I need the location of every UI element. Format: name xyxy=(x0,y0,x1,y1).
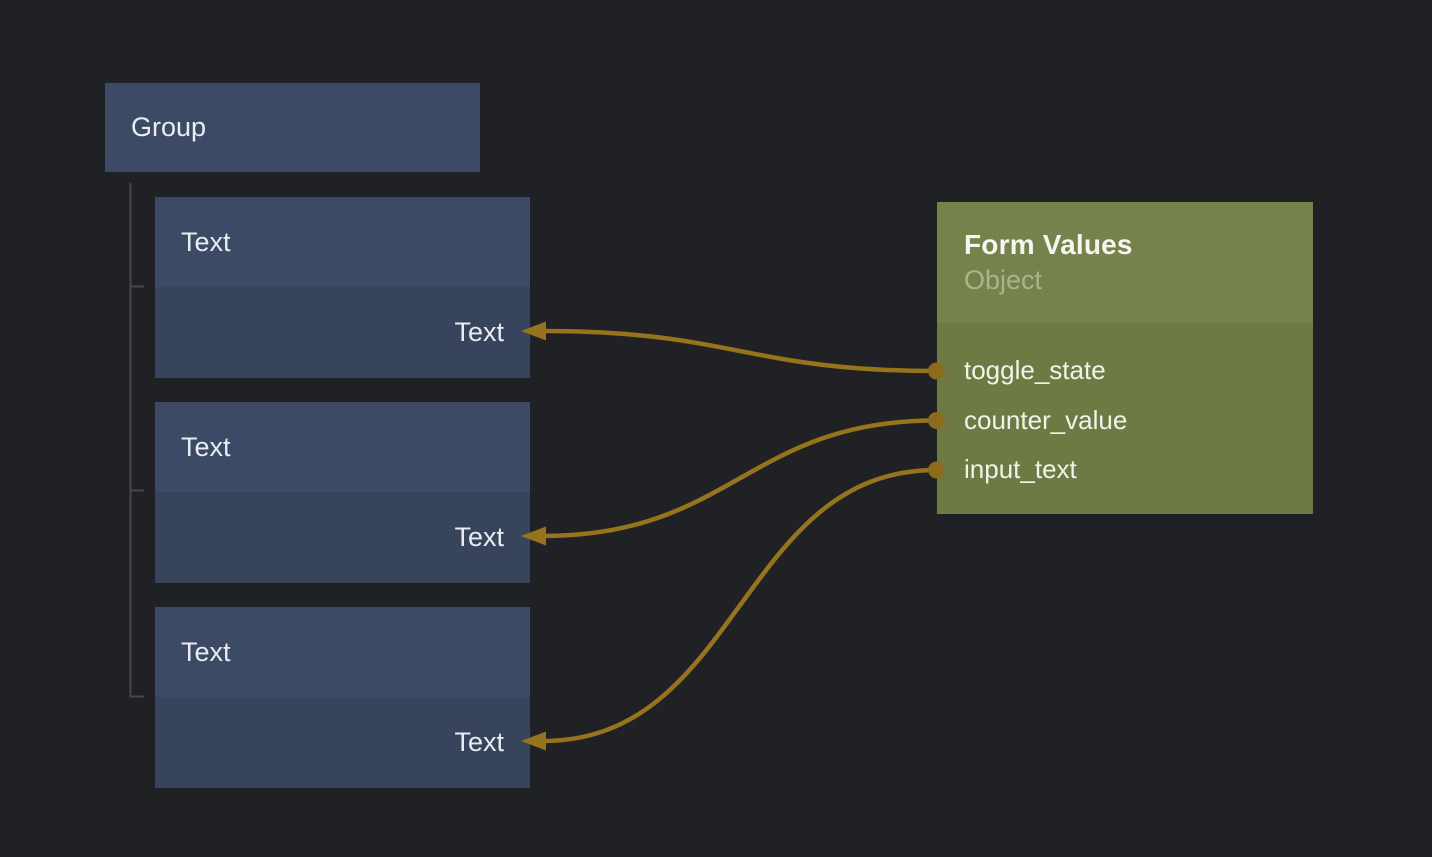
text-node-3[interactable]: Text Text xyxy=(155,607,530,788)
group-node[interactable]: Group xyxy=(105,83,480,172)
text-node-1-header: Text xyxy=(155,197,530,287)
group-branch-lines xyxy=(129,183,144,698)
wire-counter-value-to-text-2[interactable] xyxy=(521,418,937,546)
text-node-1-input-label: Text xyxy=(454,317,504,347)
wire-path-3[interactable] xyxy=(542,467,937,744)
wire-toggle-state-to-text-1[interactable] xyxy=(521,321,937,374)
wire-path-1[interactable] xyxy=(542,328,937,374)
field-label-counter-value: counter_value xyxy=(964,404,1128,435)
text-node-3-title: Text xyxy=(181,636,231,667)
text-node-2-title: Text xyxy=(181,431,231,462)
wire-path-2[interactable] xyxy=(542,418,937,539)
text-node-1-title: Text xyxy=(181,226,231,257)
group-node-title: Group xyxy=(131,112,207,142)
text-node-2-body: Text xyxy=(155,492,530,583)
text-node-2[interactable]: Text Text xyxy=(155,402,530,583)
field-row-input-text: input_text xyxy=(937,445,1313,495)
form-values-title: Form Values xyxy=(964,229,1133,260)
form-values-body: toggle_state counter_value input_text xyxy=(937,323,1313,514)
text-node-1-body: Text xyxy=(155,287,530,378)
text-node-2-input-label: Text xyxy=(454,522,504,552)
field-row-counter-value: counter_value xyxy=(937,396,1313,446)
branch-line-trunk xyxy=(129,183,144,698)
form-values-header: Form Values Object xyxy=(937,202,1313,323)
text-node-3-body: Text xyxy=(155,697,530,788)
field-label-toggle-state: toggle_state xyxy=(964,355,1106,386)
text-node-1[interactable]: Text Text xyxy=(155,197,530,378)
wire-input-text-to-text-3[interactable] xyxy=(521,467,937,751)
form-values-subtitle: Object xyxy=(964,265,1043,295)
form-values-node[interactable]: Form Values Object toggle_state counter_… xyxy=(937,202,1313,514)
text-node-3-header: Text xyxy=(155,607,530,697)
text-node-2-header: Text xyxy=(155,402,530,492)
field-row-toggle-state: toggle_state xyxy=(937,346,1313,396)
text-node-3-input-label: Text xyxy=(454,727,504,757)
field-label-input-text: input_text xyxy=(964,454,1077,485)
